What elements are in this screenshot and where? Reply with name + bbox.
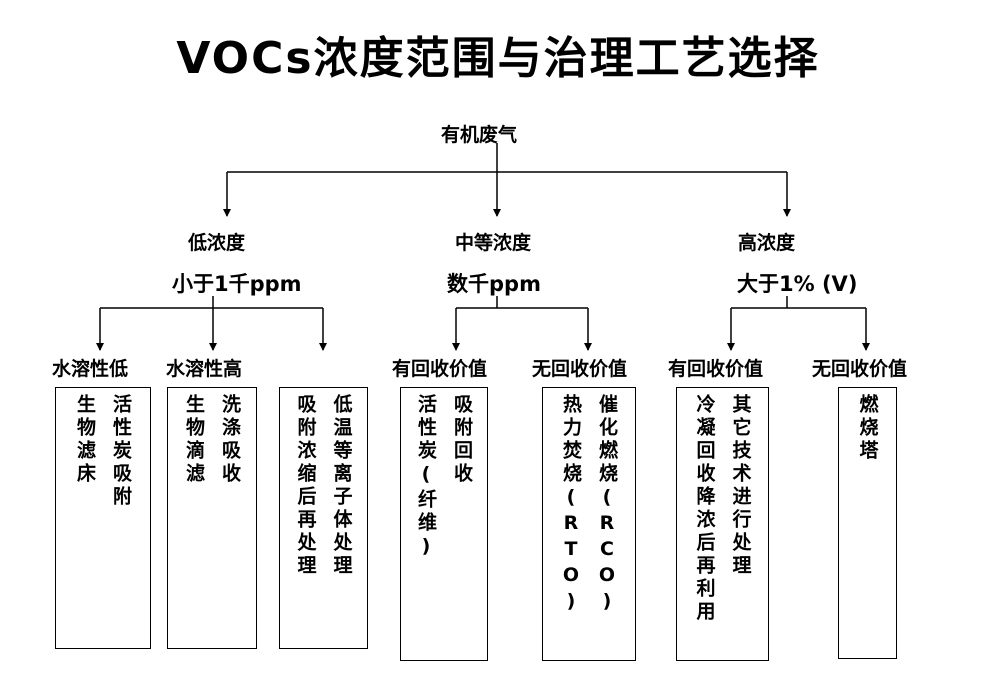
- process-flare: 燃烧塔: [856, 394, 879, 463]
- root-node: 有机废气: [441, 124, 518, 146]
- level-medium-range: 数千ppm: [447, 272, 541, 296]
- subcat-high-nonrecoverable: 无回收价值: [812, 358, 908, 380]
- process-box-high-solubility: 洗涤吸收 生物滴滤: [167, 387, 257, 649]
- process-box-low-solubility: 活性炭吸附 生物滤床: [55, 387, 151, 649]
- subcat-low-solubility: 水溶性低: [52, 358, 129, 380]
- subcat-medium-nonrecoverable: 无回收价值: [532, 358, 628, 380]
- process-adsorption-recovery: 吸附回收: [451, 394, 473, 486]
- process-condensation: 冷凝回收降浓后再利用: [693, 394, 716, 624]
- process-box-medium-nonrecoverable: 催化燃烧(RCO) 热力焚烧(RTO): [542, 387, 636, 661]
- process-rco: 催化燃烧(RCO): [596, 394, 618, 616]
- subcat-high-recoverable: 有回收价值: [668, 358, 764, 380]
- process-biotrickling: 生物滴滤: [183, 394, 205, 486]
- process-box-high-recoverable: 其它技术进行处理 冷凝回收降浓后再利用: [676, 387, 769, 661]
- process-plasma: 低温等离子体处理: [330, 394, 353, 578]
- level-low-range: 小于1千ppm: [172, 272, 302, 296]
- level-medium: 中等浓度: [455, 232, 532, 254]
- process-activated-carbon: 活性炭吸附: [110, 394, 132, 509]
- process-concentration: 吸附浓缩后再处理: [294, 394, 317, 578]
- process-carbon-fiber: 活性炭(纤维): [415, 394, 437, 561]
- diagram-title: VOCs浓度范围与治理工艺选择: [176, 33, 820, 84]
- process-rto: 热力焚烧(RTO): [560, 394, 582, 616]
- process-biofilter: 生物滤床: [74, 394, 96, 486]
- subcat-high-solubility: 水溶性高: [166, 358, 243, 380]
- subcat-medium-recoverable: 有回收价值: [392, 358, 488, 380]
- process-box-high-nonrecoverable: 燃烧塔: [838, 387, 897, 659]
- process-scrubbing: 洗涤吸收: [219, 394, 241, 486]
- process-box-low-other: 低温等离子体处理 吸附浓缩后再处理: [279, 387, 368, 649]
- level-high: 高浓度: [738, 232, 796, 254]
- level-low: 低浓度: [188, 232, 246, 254]
- level-high-range: 大于1% (V): [737, 272, 858, 296]
- process-other-tech: 其它技术进行处理: [729, 394, 752, 578]
- process-box-medium-recoverable: 吸附回收 活性炭(纤维): [400, 387, 488, 661]
